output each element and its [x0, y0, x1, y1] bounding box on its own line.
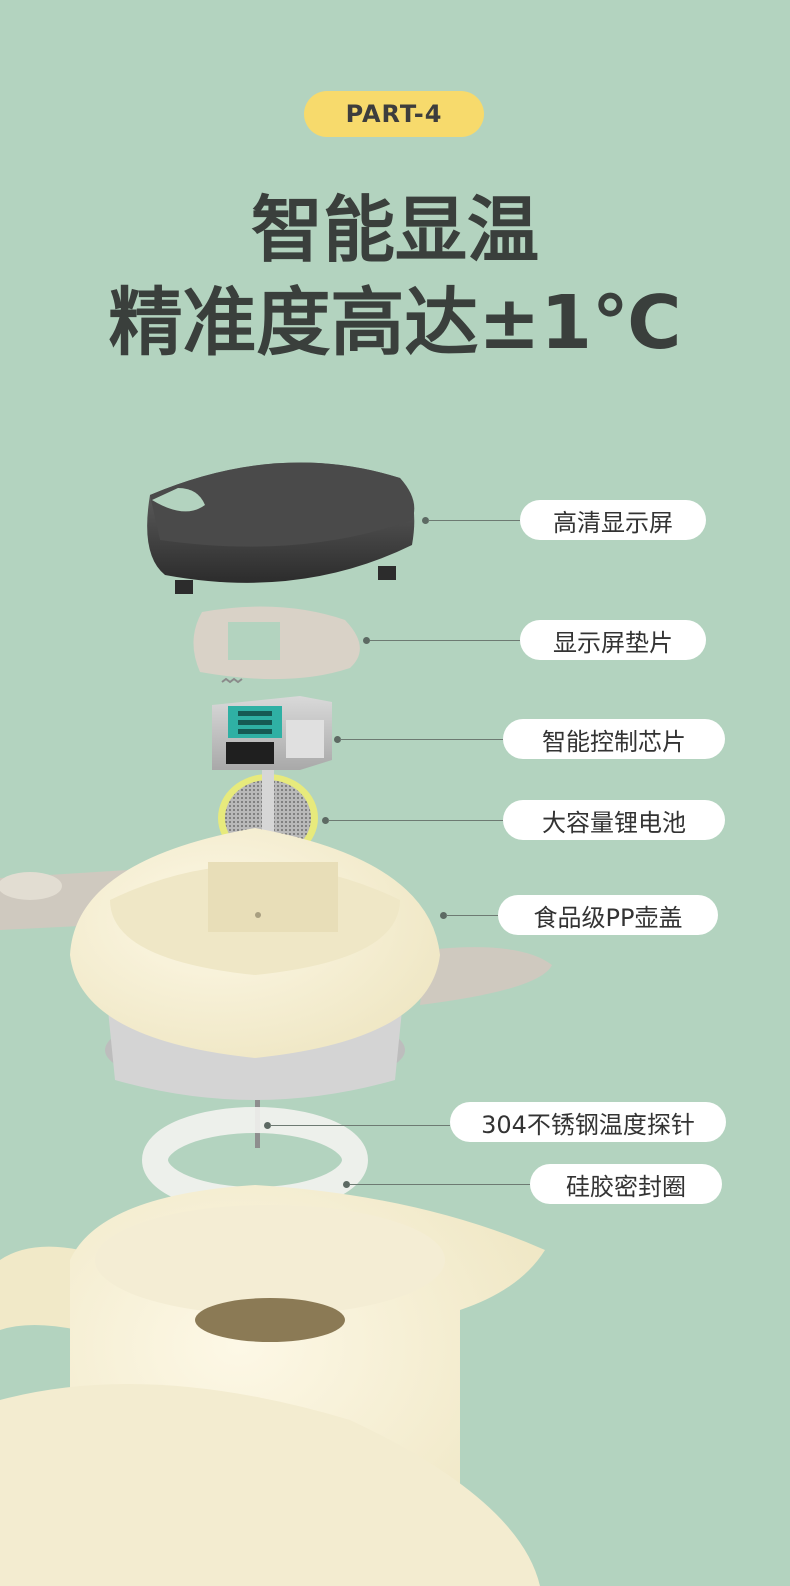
section-badge: PART-4	[304, 91, 484, 137]
callout-pp-lid: 食品级PP壶盖	[498, 895, 718, 935]
callout-lithium-battery: 大容量锂电池	[503, 800, 725, 840]
callout-screen-gasket: 显示屏垫片	[520, 620, 706, 660]
display-screen-part	[147, 462, 415, 594]
callout-leader-1	[428, 520, 520, 521]
callout-dot-7	[343, 1181, 350, 1188]
kettle-body	[0, 1185, 546, 1586]
screen-gasket-part	[193, 606, 360, 680]
callout-display-screen: 高清显示屏	[520, 500, 706, 540]
callout-dot-5	[440, 912, 447, 919]
callout-leader-3	[340, 739, 503, 740]
headline-line-2: 精准度高达±1℃	[108, 280, 682, 366]
callout-dot-3	[334, 736, 341, 743]
callout-dot-6	[264, 1122, 271, 1129]
headline-line-1: 智能显温	[250, 188, 539, 272]
control-chip-part	[212, 677, 332, 770]
callout-leader-5	[446, 915, 498, 916]
callout-leader-2	[370, 640, 520, 641]
callout-leader-6	[270, 1125, 450, 1126]
callout-leader-4	[328, 820, 503, 821]
exploded-lid-illustration	[0, 462, 552, 1586]
callout-control-chip: 智能控制芯片	[503, 719, 725, 759]
callout-silicone-seal: 硅胶密封圈	[530, 1164, 722, 1204]
pp-lid-part	[0, 828, 552, 1100]
callout-dot-1	[422, 517, 429, 524]
callout-leader-7	[350, 1184, 530, 1185]
callout-dot-4	[322, 817, 329, 824]
callout-temperature-probe: 304不锈钢温度探针	[450, 1102, 726, 1142]
callout-dot-2	[363, 637, 370, 644]
